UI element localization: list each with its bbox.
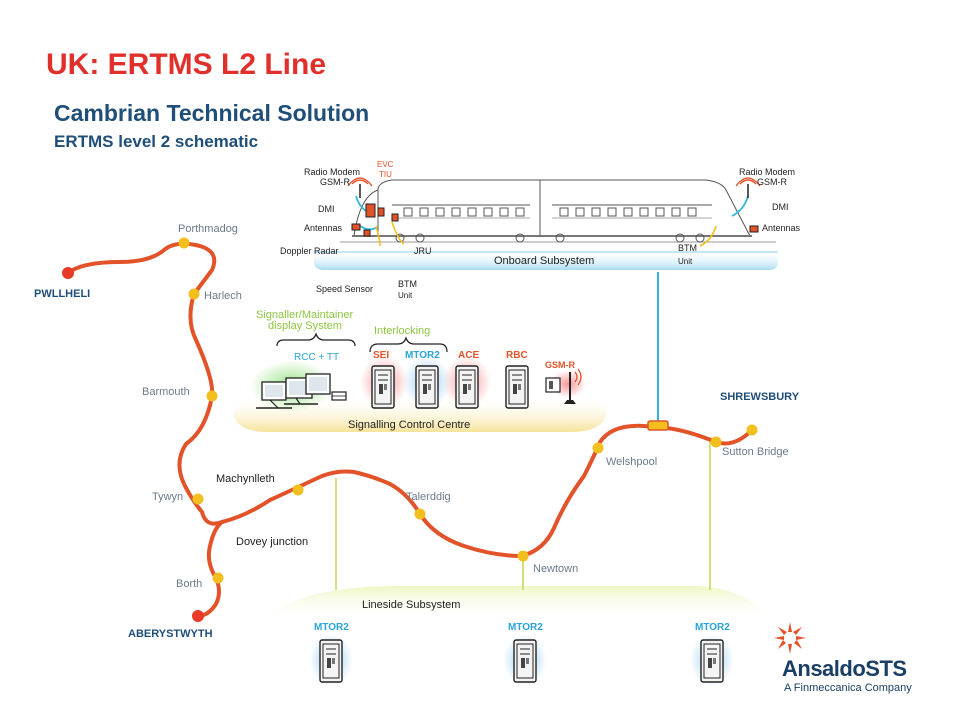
station-label-talerddig: Talerddig <box>406 491 451 503</box>
gsmr-left-label: GSM-R <box>320 177 350 187</box>
onboard-label: Onboard Subsystem <box>494 255 594 267</box>
display-system-brace <box>276 332 356 347</box>
scc-label: Signalling Control Centre <box>348 419 470 431</box>
lineside-subsystem: Lineside Subsystem MTOR2 MTOR2 MTOR2 <box>262 440 770 686</box>
display-system-label-2: display System <box>268 320 342 332</box>
btm-left-label: BTM <box>398 279 417 289</box>
station-label-borth: Borth <box>176 578 202 590</box>
radio-modem-right-label: Radio Modem <box>739 167 795 177</box>
btm-left-unit-label: Unit <box>398 291 413 300</box>
svg-text:MTOR2: MTOR2 <box>405 350 440 361</box>
svg-text:GSM-R: GSM-R <box>545 360 575 370</box>
station-dot-shrewsbury <box>746 424 758 436</box>
station-label-dovey: Dovey junction <box>236 536 308 548</box>
mtor2-cabinet: MTOR2 <box>403 350 451 409</box>
right-cab-equipment <box>699 177 761 247</box>
svg-text:MTOR2: MTOR2 <box>314 622 349 633</box>
signaller-workstations <box>250 360 347 412</box>
display-system-label-1: Signaller/Maintainer <box>256 309 354 321</box>
station-label-aberystwyth: ABERYSTWYTH <box>128 628 213 640</box>
station-label-shrewsbury: SHREWSBURY <box>720 391 800 403</box>
antennas-right-label: Antennas <box>762 223 801 233</box>
btm-right-label: BTM <box>678 243 697 253</box>
svg-text:MTOR2: MTOR2 <box>695 622 730 633</box>
dmi-left-label: DMI <box>318 204 335 214</box>
station-dot-aberystwyth <box>192 610 204 622</box>
ace-cabinet: ACE <box>443 350 491 409</box>
lineside-mtor-2: MTOR2 <box>503 622 547 686</box>
logo-brand: AnsaldoSTS <box>782 656 907 681</box>
antennas-left-label: Antennas <box>304 223 343 233</box>
stations: PWLLHELI Porthmadog Harlech Barmouth Tyw… <box>34 223 800 640</box>
interlocking-brace <box>369 336 448 353</box>
jru-label: JRU <box>414 246 432 256</box>
signalling-control-centre: Signalling Control Centre Signaller/Main… <box>234 309 606 432</box>
station-dot-newtown <box>517 550 529 562</box>
station-dot-talerddig <box>414 508 426 520</box>
svg-text:RBC: RBC <box>506 350 528 361</box>
rcc-label: RCC + TT <box>294 352 339 363</box>
station-dot-borth <box>212 572 224 584</box>
svg-text:SEI: SEI <box>373 350 389 361</box>
lineside-mtor-3: MTOR2 <box>690 622 734 686</box>
station-label-tywyn: Tywyn <box>152 491 183 503</box>
station-dot-welshpool <box>592 442 604 454</box>
speed-sensor-label: Speed Sensor <box>316 284 373 294</box>
rbc-cabinet: RBC <box>505 350 529 409</box>
station-label-newtown: Newtown <box>533 563 578 575</box>
btm-right-unit-label: Unit <box>678 257 693 266</box>
onboard-subsystem: Onboard Subsystem <box>280 160 801 422</box>
ansaldo-swirl-icon <box>774 622 806 654</box>
slide-subtitle-2: ERTMS level 2 schematic <box>54 132 259 151</box>
station-dot-porthmadog <box>178 237 190 249</box>
station-label-pwllheli: PWLLHELI <box>34 288 90 300</box>
lineside-mtor-1: MTOR2 <box>309 622 353 686</box>
station-dot-sutton-bridge <box>710 436 722 448</box>
station-label-machynlleth: Machynlleth <box>216 473 275 485</box>
ansaldo-sts-logo: AnsaldoSTS A Finmeccanica Company <box>768 618 948 708</box>
sei-cabinet: SEI <box>360 350 408 409</box>
logo-tagline: A Finmeccanica Company <box>784 682 912 694</box>
evc-label: EVC <box>377 160 394 169</box>
station-label-sutton-bridge: Sutton Bridge <box>722 446 789 458</box>
slide-subtitle: Cambrian Technical Solution <box>54 100 370 126</box>
gsmr-base-station: GSM-R <box>545 360 586 404</box>
station-dot-tywyn <box>192 493 204 505</box>
station-dot-pwllheli <box>62 267 74 279</box>
slide-title: UK: ERTMS L2 Line <box>46 48 327 81</box>
train-outline <box>340 179 776 243</box>
doppler-radar-label: Doppler Radar <box>280 246 339 256</box>
dmi-right-label: DMI <box>772 202 789 212</box>
station-dot-machynlleth <box>292 484 304 496</box>
station-label-welshpool: Welshpool <box>606 456 657 468</box>
station-label-barmouth: Barmouth <box>142 386 190 398</box>
station-label-porthmadog: Porthmadog <box>178 223 238 235</box>
left-cab-equipment <box>347 177 405 247</box>
station-label-harlech: Harlech <box>204 290 242 302</box>
gsmr-right-label: GSM-R <box>757 177 787 187</box>
svg-text:MTOR2: MTOR2 <box>508 622 543 633</box>
svg-text:ACE: ACE <box>458 350 479 361</box>
rbc-radio-interface-marker <box>647 420 669 431</box>
lineside-label: Lineside Subsystem <box>362 599 460 611</box>
station-dot-harlech <box>188 288 200 300</box>
radio-modem-left-label: Radio Modem <box>304 167 360 177</box>
interlocking-label: Interlocking <box>374 325 430 337</box>
station-dot-barmouth <box>206 390 218 402</box>
tiu-label: TIU <box>379 170 392 179</box>
